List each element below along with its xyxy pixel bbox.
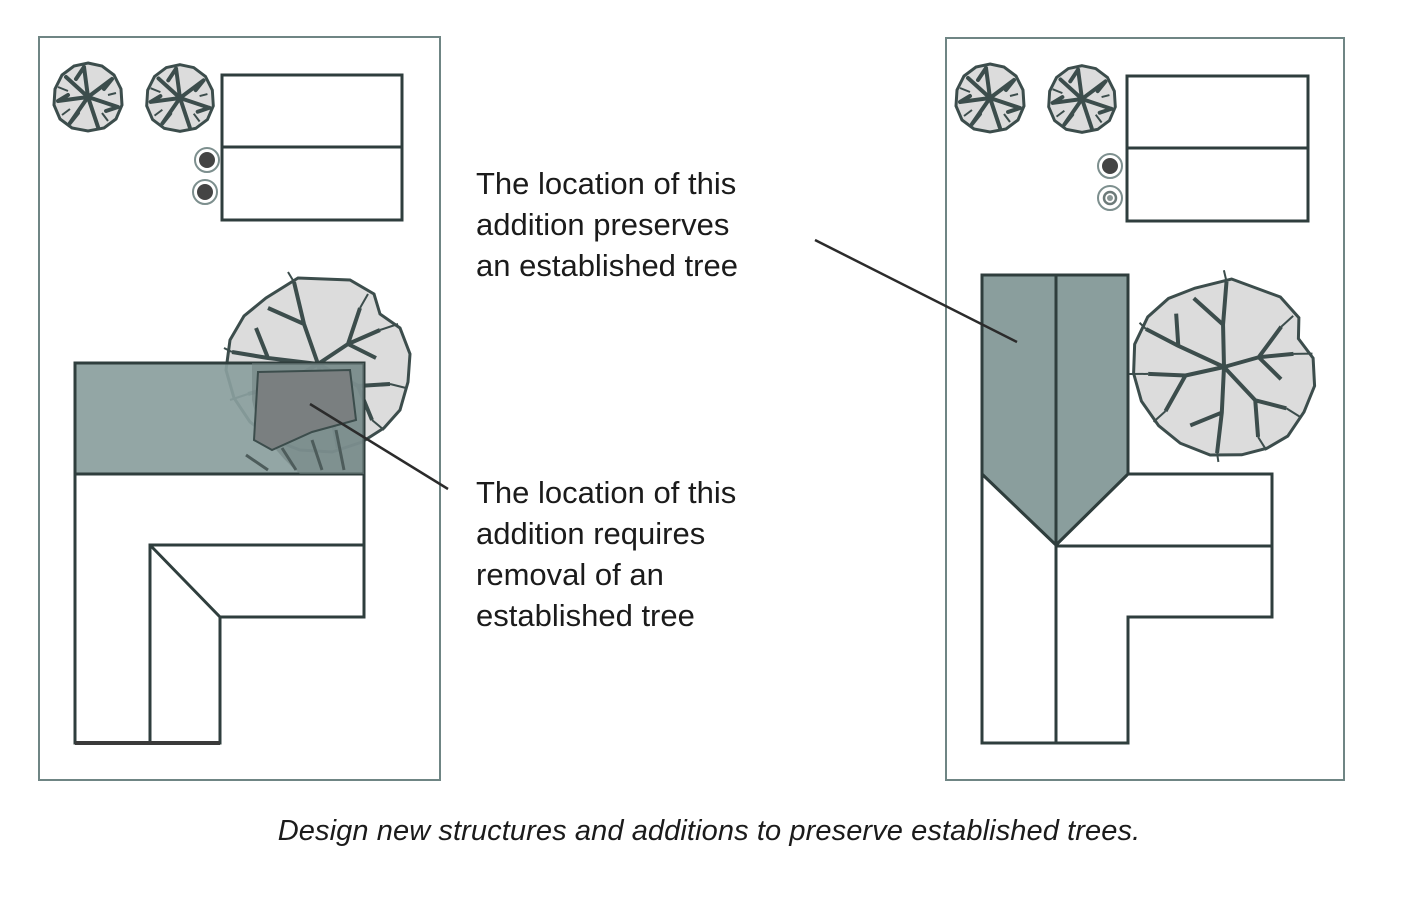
callout-line: an established tree (476, 248, 738, 283)
callout-line: addition preserves (476, 207, 730, 242)
callout-line: removal of an (476, 557, 664, 592)
left-small-tree-2 (144, 62, 216, 134)
callout-line: The location of this (476, 475, 737, 510)
right-house (980, 470, 1274, 745)
left-shrub-1 (194, 147, 220, 173)
left-addition-over-tree (73, 361, 366, 476)
right-shrub-1 (1097, 153, 1123, 179)
right-small-tree-1 (954, 62, 1026, 134)
figure-caption: Design new structures and additions to p… (277, 815, 1141, 847)
left-site-plan (38, 36, 449, 781)
callout-line: established tree (476, 598, 695, 633)
right-callout-leader (814, 238, 1018, 344)
left-shrub-2 (192, 179, 218, 205)
left-small-tree-1 (52, 61, 124, 133)
right-addition-beside-tree (980, 273, 1130, 548)
left-house (73, 472, 366, 745)
callout-line: addition requires (476, 516, 706, 551)
right-shrub-2 (1096, 184, 1124, 212)
right-outbuilding (1125, 74, 1310, 223)
right-small-tree-2 (1046, 63, 1118, 135)
callout-preserves-tree: The location of this addition preserves … (476, 163, 738, 286)
left-outbuilding (220, 73, 404, 222)
right-site-plan (814, 37, 1345, 781)
callout-requires-removal: The location of this addition requires r… (476, 472, 736, 636)
callout-line: The location of this (476, 166, 737, 201)
left-callout-leader (309, 402, 449, 491)
